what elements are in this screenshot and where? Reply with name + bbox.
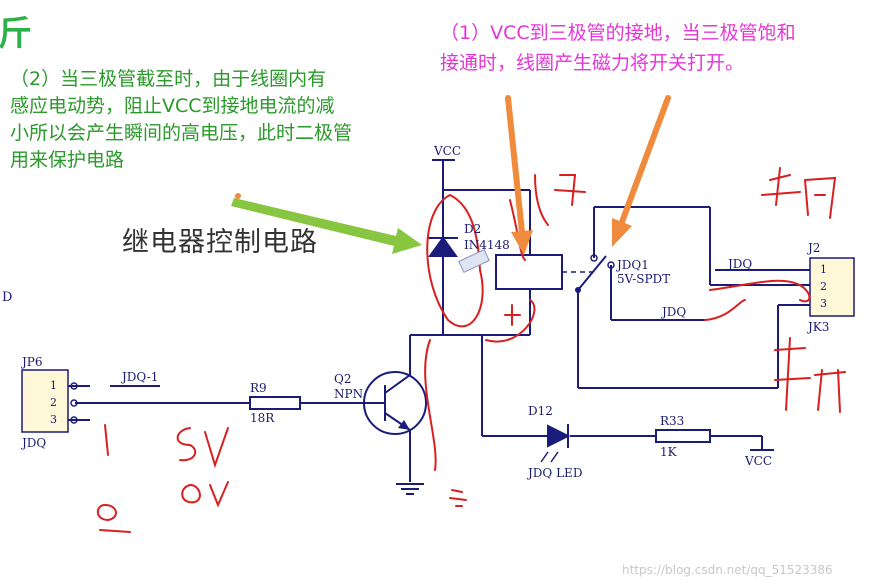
label-vcc-bottom: VCC	[745, 454, 773, 468]
red-annotations	[96, 167, 846, 533]
label-r33-val: 1K	[660, 445, 677, 459]
resistor-r33	[655, 429, 711, 443]
label-j2-ref: J2	[808, 241, 821, 255]
label-d12-val: JDQ LED	[528, 466, 583, 480]
label-jp6-ref: JP6	[22, 355, 43, 369]
connector-jp6	[21, 369, 69, 433]
connector-j2	[809, 257, 855, 317]
green-arrow	[231, 198, 422, 254]
diode-d2	[428, 236, 458, 257]
ground-symbol	[396, 483, 424, 495]
j2-pin-3: 3	[820, 297, 827, 310]
d2-sticker	[458, 248, 490, 274]
label-jdq1-net: JDQ-1	[122, 370, 159, 384]
orange-arrows	[505, 95, 671, 255]
label-r9-val: 18R	[250, 411, 275, 425]
label-q2-ref: Q2	[334, 372, 352, 386]
label-jp6-val: JDQ	[22, 436, 47, 450]
label-r9-ref: R9	[250, 381, 267, 395]
label-jdq-net-2: JDQ	[662, 305, 687, 319]
note-left-line: （2）当三极管截至时，由于线圈内有	[10, 68, 327, 90]
small-orange-dot	[235, 193, 241, 199]
diagram-title: 继电器控制电路	[122, 227, 318, 258]
relay-coil	[495, 254, 563, 290]
jp6-pin-1: 1	[50, 379, 57, 392]
label-d2-val: IN4148	[464, 238, 510, 252]
pin-circle	[70, 399, 78, 407]
relay-contact	[575, 287, 581, 293]
watermark: https://blog.csdn.net/qq_51523386	[622, 563, 833, 577]
label-j2-val: JK3	[808, 320, 830, 334]
transistor-q2	[363, 371, 427, 435]
note-right-line: 接通时，线圈产生磁力将开关打开。	[440, 52, 745, 74]
label-vcc-top: VCC	[434, 144, 462, 158]
label-relay-val: 5V-SPDT	[617, 272, 671, 286]
logo-mark: 斤	[0, 14, 32, 54]
note-left-line: 小所以会产生瞬间的高电压，此时二极管	[10, 122, 353, 144]
label-d12-ref: D12	[528, 404, 553, 418]
note-right-line: （1）VCC到三极管的接地，当三极管饱和	[440, 22, 796, 44]
label-d2-ref: D2	[464, 222, 482, 236]
note-left-line: 用来保护电路	[10, 149, 125, 171]
label-relay-ref: JDQ1	[617, 258, 649, 272]
wires	[68, 160, 810, 482]
margin-letter: D	[2, 290, 13, 305]
note-left-line: 感应电动势，阻止VCC到接地电流的减	[10, 95, 335, 117]
label-jdq-net-1: JDQ	[728, 257, 753, 271]
pin-circle	[70, 416, 78, 424]
j2-pin-2: 2	[820, 280, 827, 293]
label-r33-ref: R33	[660, 414, 685, 428]
relay-contact	[607, 261, 615, 269]
resistor-r9	[249, 396, 301, 410]
label-q2-val: NPN	[334, 387, 364, 401]
relay-armature	[577, 255, 607, 291]
jp6-pin-2: 2	[50, 396, 57, 409]
j2-pin-1: 1	[820, 263, 827, 276]
led-d12	[540, 424, 571, 463]
note-left: （2）当三极管截至时，由于线圈内有 感应电动势，阻止VCC到接地电流的减 小所以…	[10, 66, 430, 174]
note-right: （1）VCC到三极管的接地，当三极管饱和 接通时，线圈产生磁力将开关打开。	[440, 18, 876, 78]
jp6-pin-3: 3	[50, 413, 57, 426]
emitter-arrow	[398, 420, 410, 430]
pin-circle	[70, 382, 78, 390]
relay-contact	[590, 254, 598, 262]
